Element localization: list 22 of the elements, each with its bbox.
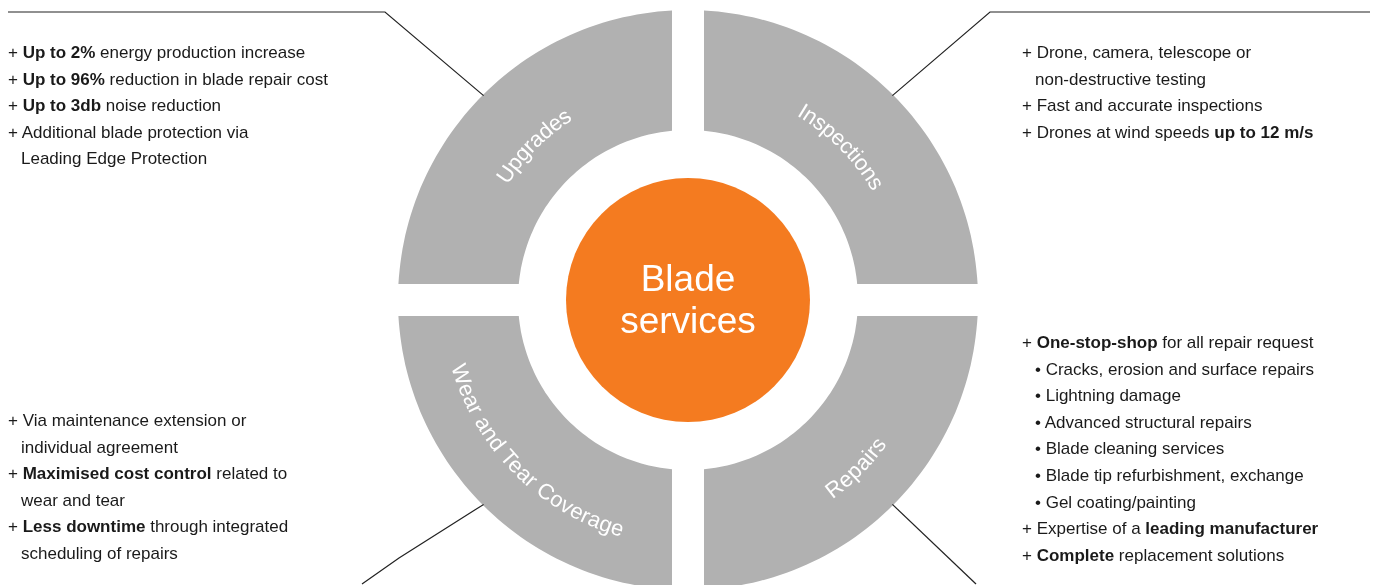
bullet-item: • Blade cleaning services — [1035, 438, 1225, 461]
bullet-item: • Advanced structural repairs — [1035, 411, 1252, 434]
bullet-item: + Drones at wind speeds up to 12 m/s — [1022, 121, 1314, 144]
bullet-item: + One-stop-shop for all repair request — [1022, 332, 1314, 354]
bullet-item: + Additional blade protection via Leading Edge Protection — [8, 121, 250, 171]
bullet-item: + Up to 3db noise reduction — [8, 95, 222, 118]
bullet-item: + Up to 2% energy production increase — [8, 42, 306, 64]
leader-line — [891, 503, 977, 585]
leader-line — [7, 11, 485, 97]
bullet-item: + Complete replacement solutions — [1022, 544, 1285, 567]
bullet-item: + Up to 96% reduction in blade repair cost — [8, 68, 328, 91]
center-title: Blade services — [619, 258, 757, 342]
bullet-item: • Cracks, erosion and surface repairs — [1035, 358, 1314, 381]
leader-line — [891, 11, 1371, 97]
bullet-item: + Expertise of a leading manufacturer — [1022, 518, 1319, 541]
leader-line — [361, 503, 485, 585]
bullet-item: • Gel coating/painting — [1035, 491, 1196, 514]
bullet-item: • Lightning damage — [1035, 385, 1181, 408]
bullet-item: + Fast and accurate inspections — [1022, 95, 1263, 118]
bullet-item: + Drone, camera, telescope or non-destructive testing — [1022, 42, 1253, 91]
bullet-item: + Less downtime through integrated scheduling of repairs — [8, 516, 290, 565]
bullet-item: • Blade tip refurbishment, exchange — [1035, 464, 1304, 487]
